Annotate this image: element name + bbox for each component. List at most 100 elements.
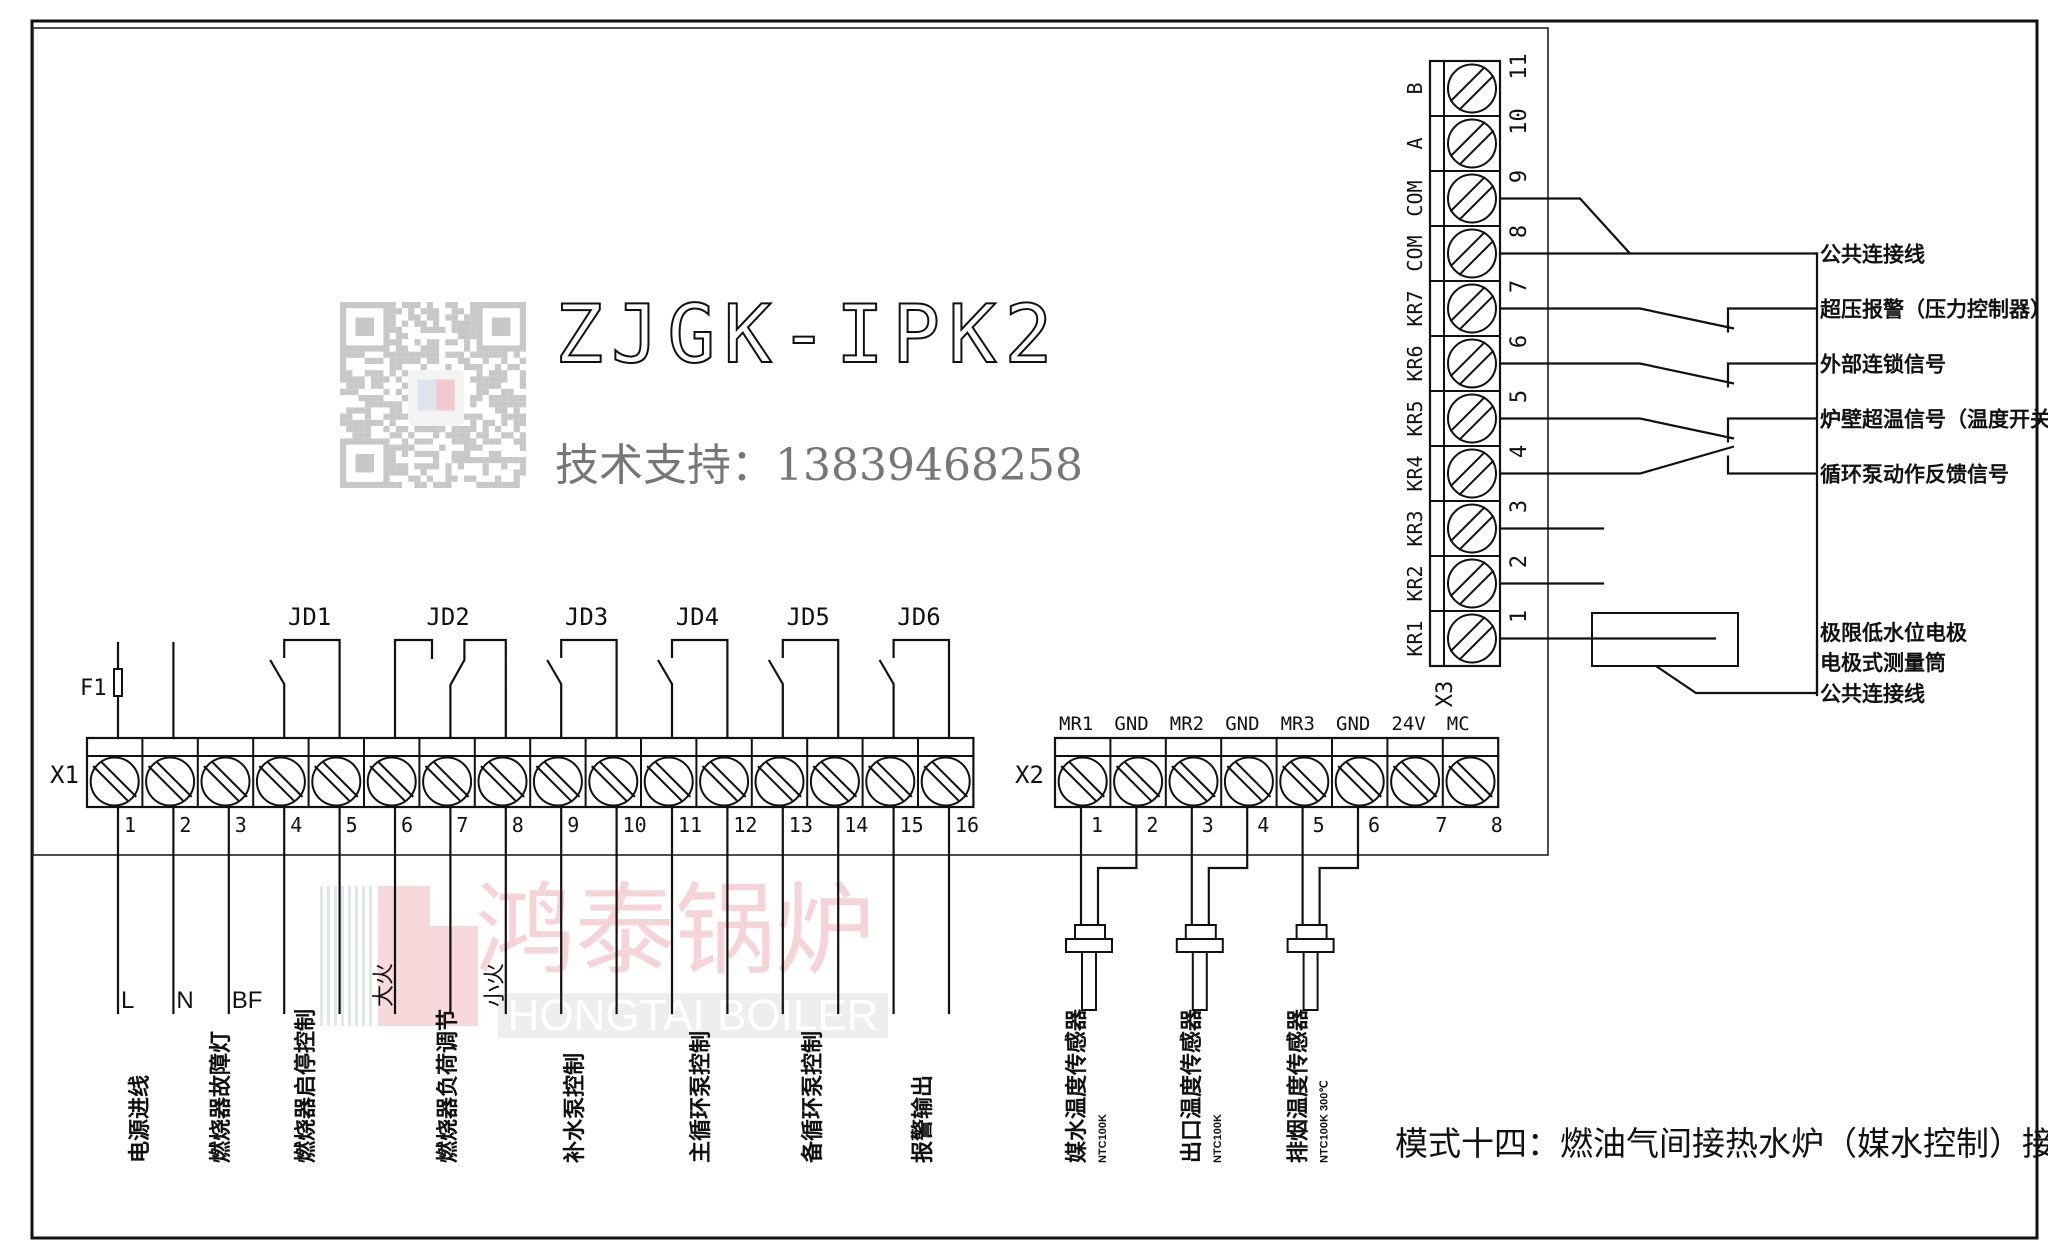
x3-terminal-name: COM [1403, 235, 1427, 271]
relay-contact [269, 659, 286, 738]
qr-module [457, 432, 464, 439]
qr-module [433, 320, 440, 327]
screw-head [1057, 756, 1108, 807]
screw-slot [1449, 176, 1486, 213]
qr-module [488, 438, 495, 445]
qr-module [433, 432, 440, 439]
screw-slot [1449, 231, 1486, 268]
qr-module [495, 376, 502, 383]
screw-slot [765, 761, 802, 798]
screw-icon [89, 756, 140, 807]
screw-slot [1449, 451, 1486, 488]
qr-module [383, 376, 390, 383]
x3-terminal-name: KR3 [1403, 510, 1427, 546]
qr-module [470, 326, 477, 333]
sensor-flange [1175, 938, 1224, 953]
qr-module [364, 426, 371, 433]
qr-module [451, 351, 458, 358]
x3-terminal-name: KR1 [1403, 620, 1427, 656]
qr-module [488, 450, 495, 457]
qr-module [340, 388, 347, 395]
sensor-name: 媒水温度传感器 [1064, 1008, 1090, 1163]
screw-slot [1458, 184, 1495, 221]
watermark-cn-text: 鸿泰锅炉 [475, 872, 875, 989]
qr-module [488, 395, 495, 402]
relay-nc-contact [393, 638, 434, 738]
screw-slot [1226, 765, 1263, 802]
screw-slot [433, 761, 470, 798]
screw-slot [147, 765, 184, 802]
qr-module [395, 469, 402, 476]
watermark-logo [320, 886, 478, 1026]
qr-module [476, 382, 483, 389]
qr-module [513, 457, 520, 464]
qr-module [402, 320, 409, 327]
screw-slot [1458, 404, 1495, 441]
qr-module [340, 419, 347, 426]
qr-module [395, 444, 402, 451]
screw-icon [920, 756, 971, 807]
switch-contact [1500, 417, 1735, 440]
qr-module [495, 401, 502, 408]
watermark-stripe [341, 886, 344, 1026]
qr-module [507, 401, 514, 408]
qr-module [445, 475, 452, 482]
x2-pin-number: 3 [1202, 813, 1214, 837]
qr-module [346, 388, 353, 395]
qr-module [346, 419, 353, 426]
qr-module [402, 333, 409, 340]
relay-label: JD1 [288, 603, 331, 631]
qr-module [346, 426, 353, 433]
qr-module [482, 382, 489, 389]
qr-module [513, 419, 520, 426]
qr-module [470, 333, 477, 340]
qr-module [352, 382, 359, 389]
qr-module [426, 351, 433, 358]
screw-head [1447, 228, 1497, 279]
qr-module [476, 432, 483, 439]
screw-head [920, 756, 971, 807]
qr-module [377, 401, 384, 408]
screw-head [422, 756, 473, 807]
qr-module [507, 457, 514, 464]
qr-module [426, 326, 433, 333]
screw-head [1447, 558, 1497, 609]
screw-head [809, 756, 860, 807]
sensor-probe [1302, 951, 1319, 1011]
screw-head [1334, 756, 1385, 807]
x1-pin-number: 1 [124, 813, 136, 837]
qr-module [451, 314, 458, 321]
screw-slot [1449, 286, 1486, 323]
sensor-spec: NTC100K [1097, 1114, 1109, 1163]
qr-module [408, 308, 415, 315]
screw-head [1223, 756, 1274, 807]
screw-slot [369, 765, 406, 802]
diagram-title: 模式十四：燃油气间接热水炉（媒水控制）接线图 [1395, 1124, 2048, 1163]
qr-module [495, 426, 502, 433]
screw-head [255, 756, 306, 807]
qr-module [426, 339, 433, 346]
qr-module [464, 326, 471, 333]
x2-terminal-name: GND [1225, 713, 1259, 735]
signal-label-electrode-common: 公共连接线 [1820, 682, 1925, 706]
function-label: 补水泵控制 [562, 1053, 588, 1164]
qr-module [402, 357, 409, 364]
screw-slot [590, 765, 627, 802]
relay-link [781, 638, 840, 738]
qr-module [420, 438, 427, 445]
qr-module [507, 388, 514, 395]
qr-module [501, 457, 508, 464]
signal-label-wall-overtemp: 炉壁超温信号（温度开关） [1820, 408, 2048, 432]
qr-module [420, 351, 427, 358]
outer-frame [30, 19, 2039, 1240]
screw-icon [1447, 338, 1497, 389]
x3-terminal-name: COM [1403, 180, 1427, 216]
qr-module [519, 395, 526, 402]
qr-module [513, 351, 520, 358]
watermark-stripe [327, 886, 330, 1026]
qr-module [451, 308, 458, 315]
x3-pin-number: 2 [1507, 555, 1532, 568]
qr-module [414, 463, 421, 470]
qr-module [513, 401, 520, 408]
qr-module [389, 419, 396, 426]
